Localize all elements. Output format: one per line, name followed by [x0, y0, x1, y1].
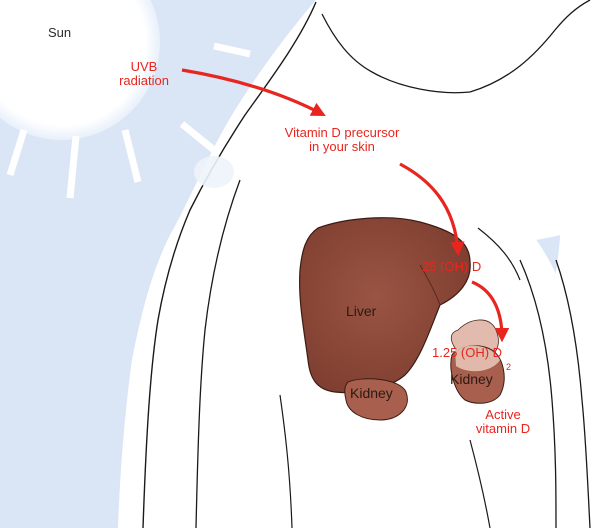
precursor-label-line1: Vitamin D precursor [262, 126, 422, 140]
active-vitamin-d-label: Active vitamin D [458, 408, 548, 436]
oh125-main: 1.25 (OH) D [432, 345, 502, 360]
uvb-label-line1: UVB [108, 60, 180, 74]
uvb-label: UVB radiation [108, 60, 180, 88]
precursor-label-line2: in your skin [262, 140, 422, 154]
liver-label: Liver [346, 304, 376, 318]
kidney-right-label: Kidney [450, 372, 493, 386]
oh125-subscript: 2 [506, 360, 511, 374]
oh125-label: 1.25 (OH) D 2 [432, 346, 502, 360]
sun-label: Sun [48, 26, 71, 40]
sun-halo [194, 156, 234, 188]
active-label-line1: Active [458, 408, 548, 422]
kidney-left-label: Kidney [350, 386, 393, 400]
uvb-label-line2: radiation [108, 74, 180, 88]
active-label-line2: vitamin D [458, 422, 548, 436]
precursor-label: Vitamin D precursor in your skin [262, 126, 422, 154]
oh25-label: 25 (OH) D [422, 260, 481, 274]
